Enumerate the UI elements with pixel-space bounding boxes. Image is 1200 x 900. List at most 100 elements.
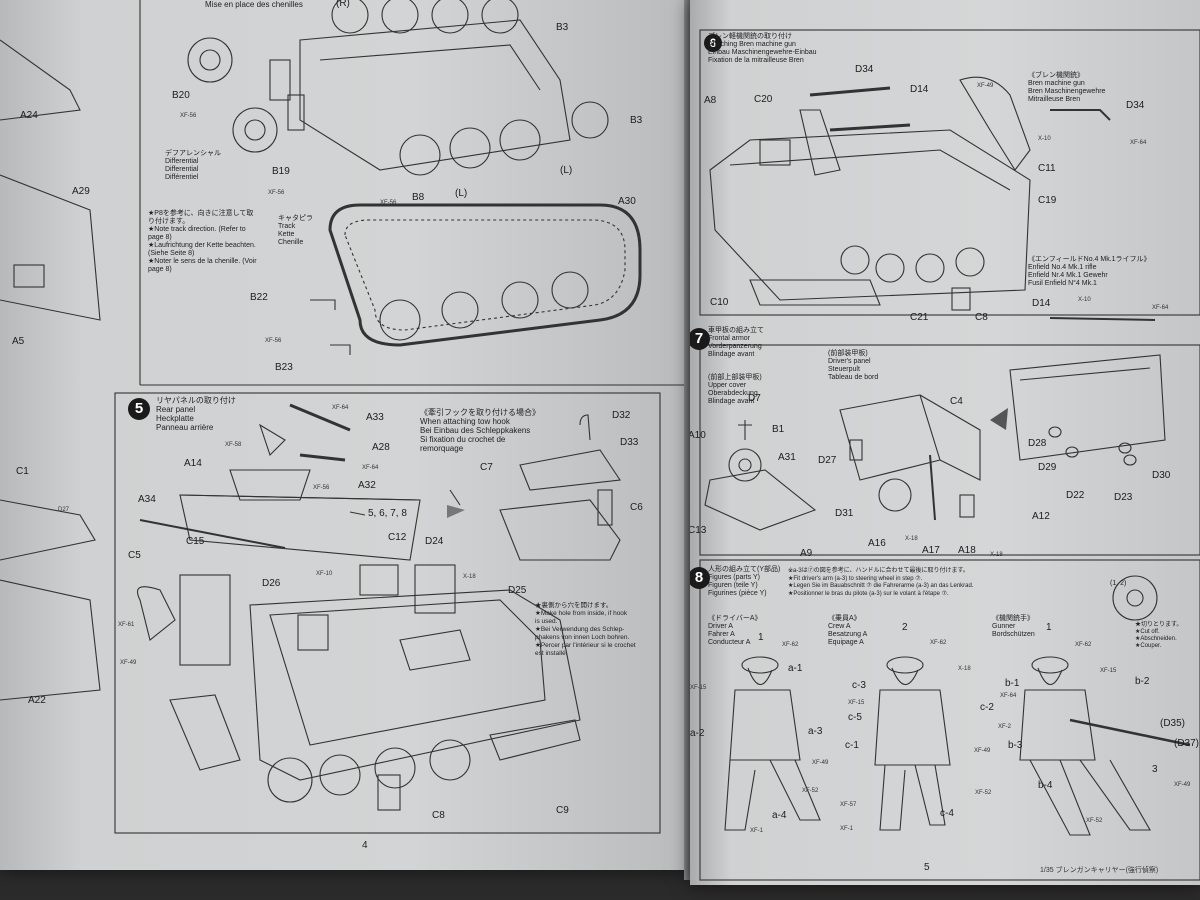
label-A34: A34 xyxy=(138,494,156,505)
paint-xf52-b: XF-52 xyxy=(975,790,992,796)
label-A9: A9 xyxy=(800,548,813,559)
paint-x18-b: X-18 xyxy=(990,552,1003,558)
label-D22: D22 xyxy=(1066,490,1085,501)
label-C20: C20 xyxy=(754,94,773,105)
label-C6: C6 xyxy=(630,502,643,513)
label-A28: A28 xyxy=(372,442,390,453)
paint-xf62-a: XF-62 xyxy=(782,642,799,648)
label-D24: D24 xyxy=(425,536,444,547)
label-A31: A31 xyxy=(778,452,796,463)
label-b3: b-3 xyxy=(1008,740,1023,751)
instruction-page-left: Mise en place des chenilles (R) B3 B3 B2… xyxy=(0,0,690,870)
paint-x18: X-18 xyxy=(463,574,476,580)
page-footer-title: 1/35 ブレンガンキャリヤー(強行偵察) xyxy=(1040,867,1159,874)
label-fig-2: 2 xyxy=(902,622,908,633)
paint-xf10: XF-10 xyxy=(316,571,333,577)
label-fig-1b: 1 xyxy=(1046,622,1052,633)
label-D34: D34 xyxy=(855,64,874,75)
label-D37: (D37) xyxy=(1174,738,1200,749)
label-A30: A30 xyxy=(618,196,636,207)
label-R: (R) xyxy=(336,0,350,9)
label-a3: a-3 xyxy=(808,726,823,737)
label-C13: C13 xyxy=(690,525,707,536)
label-L1: (L) xyxy=(455,188,468,199)
page-number-left: 4 xyxy=(362,840,368,851)
paint-xf15-b: XF-15 xyxy=(848,700,865,706)
label-D28: D28 xyxy=(1028,438,1047,449)
label-D30: D30 xyxy=(1152,470,1171,481)
label-D26: D26 xyxy=(262,578,281,589)
hole-note: ★裏側から穴を開けます。★Make hole from inside, if h… xyxy=(535,602,636,657)
paint-xf49-a: XF-49 xyxy=(812,760,829,766)
label-b1: b-1 xyxy=(1005,678,1020,689)
label-A16: A16 xyxy=(868,538,886,549)
paint-xf64-rifle: XF-64 xyxy=(1152,305,1169,311)
paint-xf49-b: XF-49 xyxy=(974,748,991,754)
label-C5: C5 xyxy=(128,550,141,561)
paint-xf56-d: XF-56 xyxy=(265,338,282,344)
paint-xf62-b: XF-62 xyxy=(930,640,947,646)
label-B3-right: B3 xyxy=(630,115,643,126)
page-number-right: 5 xyxy=(924,862,930,873)
label-fig-3: 3 xyxy=(1152,764,1158,775)
step6-number: 6 xyxy=(704,34,722,52)
paint-xf56-a: XF-56 xyxy=(180,113,197,119)
label-A17: A17 xyxy=(922,545,940,556)
paint-xf49-c: XF-49 xyxy=(1174,782,1191,788)
label-A22: A22 xyxy=(28,695,46,706)
paint-x18-a: X-18 xyxy=(905,536,918,542)
label-B3-top: B3 xyxy=(556,22,569,33)
label-A29: A29 xyxy=(72,186,90,197)
step8-note: ※a-3は⑦の図を参考に、ハンドルに合わせて最後に取り付けます。★Fit dri… xyxy=(788,568,974,597)
label-C8: C8 xyxy=(432,810,445,821)
label-C21: C21 xyxy=(910,312,929,323)
label-A5: A5 xyxy=(12,336,25,347)
label-B1: B1 xyxy=(772,424,785,435)
label-A10: A10 xyxy=(690,430,706,441)
paint-xf49-step6: XF-49 xyxy=(977,83,994,89)
label-b2: b-2 xyxy=(1135,676,1150,687)
steps-reference: 5, 6, 7, 8 xyxy=(368,508,407,519)
label-C9: C9 xyxy=(556,805,569,816)
paint-xf61: XF-61 xyxy=(118,622,135,628)
paint-x18-step8: X-18 xyxy=(958,666,971,672)
label-a1: a-1 xyxy=(788,663,803,674)
paint-xf56-b: XF-56 xyxy=(268,190,285,196)
label-A33: A33 xyxy=(366,412,384,423)
label-B22: B22 xyxy=(250,292,268,303)
paint-x10: X-10 xyxy=(1038,136,1051,142)
label-A32: A32 xyxy=(358,480,376,491)
label-A14: A14 xyxy=(184,458,202,469)
paint-xf64-step6: XF-64 xyxy=(1130,140,1147,146)
paint-xf49: XF-49 xyxy=(120,660,137,666)
label-L2: (L) xyxy=(560,165,573,176)
paint-x10-rifle: X-10 xyxy=(1078,297,1091,303)
paint-xf56-c: XF-56 xyxy=(380,200,397,206)
paint-xf15-c: XF-15 xyxy=(1100,668,1117,674)
label-c2: c-2 xyxy=(980,702,994,713)
label-A8: A8 xyxy=(704,95,717,106)
label-c3: c-3 xyxy=(852,680,866,691)
paint-xf64-step8: XF-64 xyxy=(1000,693,1017,699)
label-D7: D7 xyxy=(748,393,761,404)
label-C1: C1 xyxy=(16,466,29,477)
label-a4: a-4 xyxy=(772,810,787,821)
label-D33: D33 xyxy=(620,437,639,448)
label-C12: C12 xyxy=(388,532,407,543)
label-D34-detail: D34 xyxy=(1126,100,1145,111)
paint-xf56: XF-56 xyxy=(313,485,330,491)
label-D27: D27 xyxy=(818,455,837,466)
paint-xf52-a: XF-52 xyxy=(802,788,819,794)
cut-off-note: (1, 2) xyxy=(1110,580,1127,587)
paint-xf1-b: XF-1 xyxy=(840,826,854,832)
step8-number: 8 xyxy=(690,567,710,589)
label-C7: C7 xyxy=(480,462,493,473)
right-page-drawings xyxy=(699,29,1200,881)
paint-xf64-b: XF-64 xyxy=(362,465,379,471)
